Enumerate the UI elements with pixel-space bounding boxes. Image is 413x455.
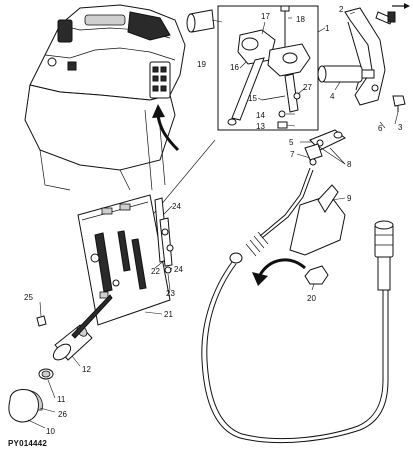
callout-11: 11 — [57, 395, 66, 404]
callout-25: 25 — [24, 293, 33, 302]
callout-16: 16 — [230, 63, 239, 72]
callout-1: 1 — [325, 24, 330, 33]
callout-23: 23 — [166, 289, 175, 298]
callout-7: 7 — [290, 150, 295, 159]
callout-4: 4 — [330, 92, 335, 101]
shift-plate-assembly — [36, 194, 174, 327]
callout-5: 5 — [289, 138, 294, 147]
tractor-cab-illustration — [24, 4, 216, 231]
callout-13: 13 — [256, 122, 265, 131]
callout-15: 15 — [248, 94, 257, 103]
callout-21: 21 — [164, 310, 173, 319]
callout-9: 9 — [347, 194, 352, 203]
bracket-assembly — [317, 3, 410, 112]
callout-3: 3 — [398, 123, 403, 132]
callout-14: 14 — [256, 111, 265, 120]
leader-lines — [27, 11, 399, 429]
callout-18: 18 — [296, 15, 305, 24]
control-cable — [201, 167, 394, 444]
callout-2: 2 — [339, 5, 344, 14]
callout-17: 17 — [261, 12, 270, 21]
callout-6: 6 — [378, 124, 383, 133]
callout-24-lower: 24 — [174, 265, 183, 274]
rod-end-clevis — [304, 129, 346, 166]
callout-12: 12 — [82, 365, 91, 374]
callout-8: 8 — [347, 160, 352, 169]
detail-inset-box — [186, 5, 319, 131]
figure-code: PY014442 — [8, 439, 47, 448]
callout-22: 22 — [151, 267, 160, 276]
callout-20: 20 — [307, 294, 316, 303]
callout-labels: 1 2 3 4 5 6 7 8 9 10 11 12 13 14 15 16 1… — [24, 5, 403, 436]
callout-26: 26 — [58, 410, 67, 419]
callout-19: 19 — [197, 60, 206, 69]
callout-10: 10 — [46, 427, 55, 436]
callout-24-upper: 24 — [172, 202, 181, 211]
shift-knob-parts — [8, 294, 113, 423]
callout-27: 27 — [303, 83, 312, 92]
